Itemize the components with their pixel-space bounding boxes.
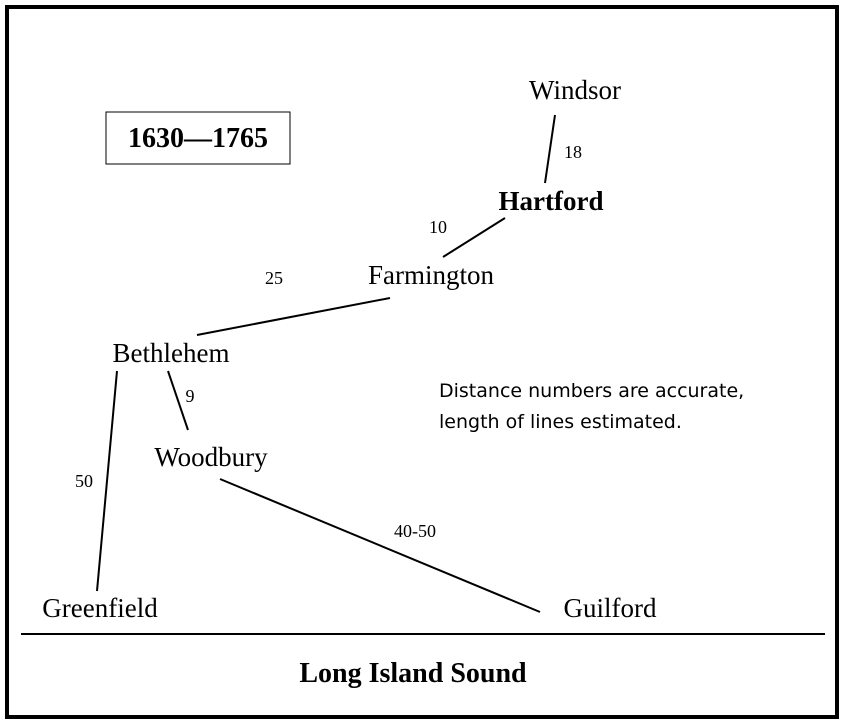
note-line-2: length of lines estimated. [439, 411, 682, 433]
place-windsor: Windsor [529, 75, 621, 105]
period-box [105, 111, 291, 165]
place-woodbury: Woodbury [154, 442, 268, 472]
route-bethlehem-greenfield [96, 370, 118, 592]
distance-bethlehem-woodbury: 9 [186, 386, 195, 406]
note-line-1: Distance numbers are accurate, [439, 380, 744, 402]
distance-windsor-hartford: 18 [564, 142, 582, 162]
place-bethlehem: Bethlehem [113, 338, 230, 368]
route-farmington-bethlehem [196, 297, 391, 336]
route-bethlehem-woodbury [167, 370, 189, 431]
place-greenfield: Greenfield [42, 593, 158, 623]
distance-woodbury-guilford: 40-50 [394, 521, 436, 541]
distance-bethlehem-greenfield: 50 [75, 471, 93, 491]
distance-hartford-farmington: 10 [429, 217, 447, 237]
water-label: Long Island Sound [299, 658, 527, 689]
place-farmington: Farmington [368, 260, 494, 290]
route-hartford-farmington [442, 217, 506, 258]
distance-farmington-bethlehem: 25 [265, 268, 283, 288]
place-hartford: Hartford [499, 186, 604, 216]
route-woodbury-guilford [219, 478, 541, 613]
period-label: 1630—1765 [128, 123, 268, 154]
place-guilford: Guilford [564, 593, 657, 623]
route-windsor-hartford [544, 114, 556, 184]
